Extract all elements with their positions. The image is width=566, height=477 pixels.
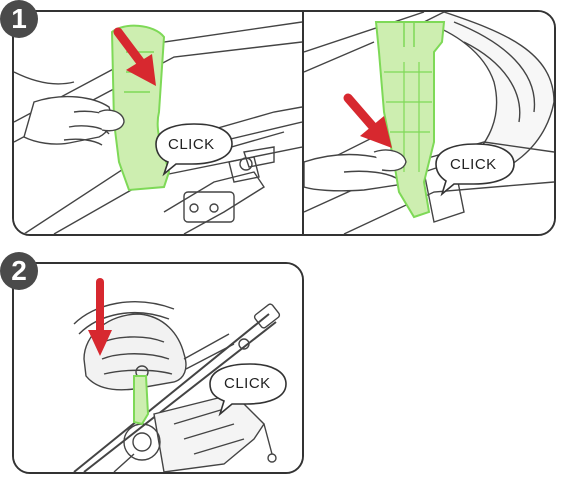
step2-panel: CLICK [14, 264, 302, 472]
step-number-badge: 1 [0, 0, 38, 38]
down-arrow-icon [88, 278, 112, 356]
step1-left-panel: CLICK [14, 12, 302, 234]
down-arrow-icon [343, 93, 392, 148]
adapter-part [110, 24, 171, 192]
click-callout-text: CLICK [224, 375, 271, 392]
step1-right-illustration [304, 12, 554, 234]
adapter-part [133, 375, 150, 426]
click-callout-text: CLICK [168, 136, 215, 153]
click-speech-bubble [435, 143, 515, 197]
step2-illustration [73, 278, 287, 472]
adapter-part [374, 21, 446, 219]
step-number-badge: 2 [0, 252, 38, 290]
down-arrow-icon [113, 27, 156, 86]
step1-left-illustration [14, 21, 302, 234]
click-speech-bubble [155, 123, 233, 177]
click-callout-text: CLICK [450, 156, 497, 173]
click-speech-bubble [209, 363, 287, 417]
step1-right-panel: CLICK [304, 12, 554, 234]
